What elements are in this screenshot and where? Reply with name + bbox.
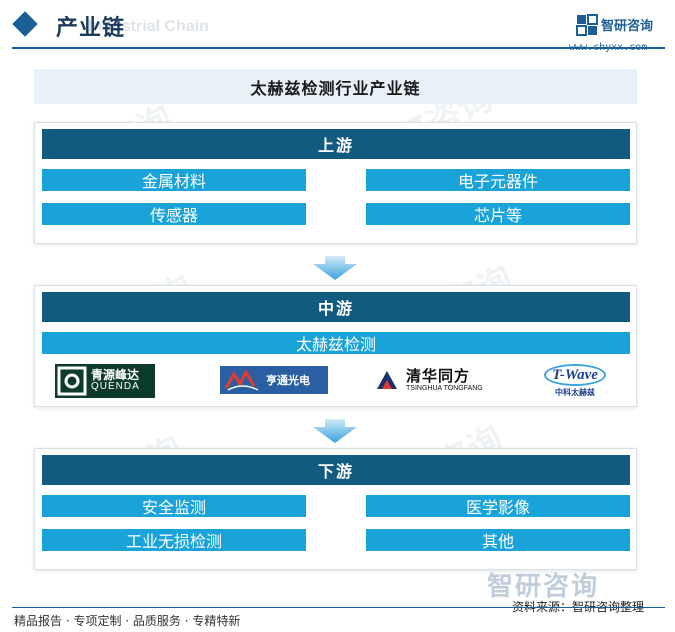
company-name: 清华同方	[406, 367, 471, 386]
down-arrow-icon	[313, 256, 357, 280]
brand-url: www.chyxx.com	[569, 42, 648, 53]
midstream-section: 中游 太赫兹检测 青源峰达 QUENDA 亨通光电 清华同方 TSINGHUA …	[34, 285, 637, 407]
diamond-icon	[12, 11, 38, 37]
company-name: 亨通光电	[266, 374, 310, 387]
upstream-item: 电子元器件	[366, 169, 630, 191]
company-name-en: TSINGHUA TONGFANG	[406, 385, 483, 393]
company-logo-quenda: 青源峰达 QUENDA	[55, 364, 155, 398]
header-divider	[12, 47, 665, 49]
downstream-heading: 下游	[42, 455, 630, 485]
upstream-section: 上游 金属材料 电子元器件 传感器 芯片等	[34, 122, 637, 244]
downstream-item: 安全监测	[42, 495, 306, 517]
company-logo-twave: T-Wave 中科太赫兹	[535, 363, 615, 399]
midstream-item: 太赫兹检测	[42, 332, 630, 354]
company-logo-tongfang: 清华同方 TSINGHUA TONGFANG	[373, 364, 503, 398]
chain-title: 太赫兹检测行业产业链	[34, 69, 637, 104]
downstream-item: 其他	[366, 529, 630, 551]
brand-icon	[576, 14, 598, 36]
footer-divider	[12, 607, 665, 608]
down-arrow-icon	[313, 419, 357, 443]
tongfang-icon	[377, 371, 397, 389]
downstream-section: 下游 安全监测 医学影像 工业无损检测 其他	[34, 448, 637, 570]
company-name: 中科太赫兹	[555, 388, 595, 397]
upstream-item: 芯片等	[366, 203, 630, 225]
bottom-watermark: 智研咨询	[487, 572, 600, 602]
hengtong-icon	[224, 368, 259, 391]
company-logo-hengtong: 亨通光电	[220, 366, 328, 394]
company-name-en: QUENDA	[91, 381, 140, 393]
page-header: Industrial Chain 产业链 智研咨询 www.chyxx.com	[0, 0, 675, 58]
footer-slogan: 精品报告 · 专项定制 · 品质服务 · 专精特新	[14, 614, 241, 628]
company-name: 青源峰达	[91, 368, 140, 383]
brand-name: 智研咨询	[601, 19, 654, 34]
header-subtitle-en: Industrial Chain	[88, 18, 209, 35]
downstream-item: 工业无损检测	[42, 529, 306, 551]
midstream-heading: 中游	[42, 292, 630, 322]
upstream-item: 传感器	[42, 203, 306, 225]
page-title: 产业链	[56, 16, 126, 41]
upstream-item: 金属材料	[42, 169, 306, 191]
quenda-icon	[57, 366, 87, 396]
company-name-en: T-Wave	[544, 364, 606, 386]
downstream-item: 医学影像	[366, 495, 630, 517]
upstream-heading: 上游	[42, 129, 630, 159]
